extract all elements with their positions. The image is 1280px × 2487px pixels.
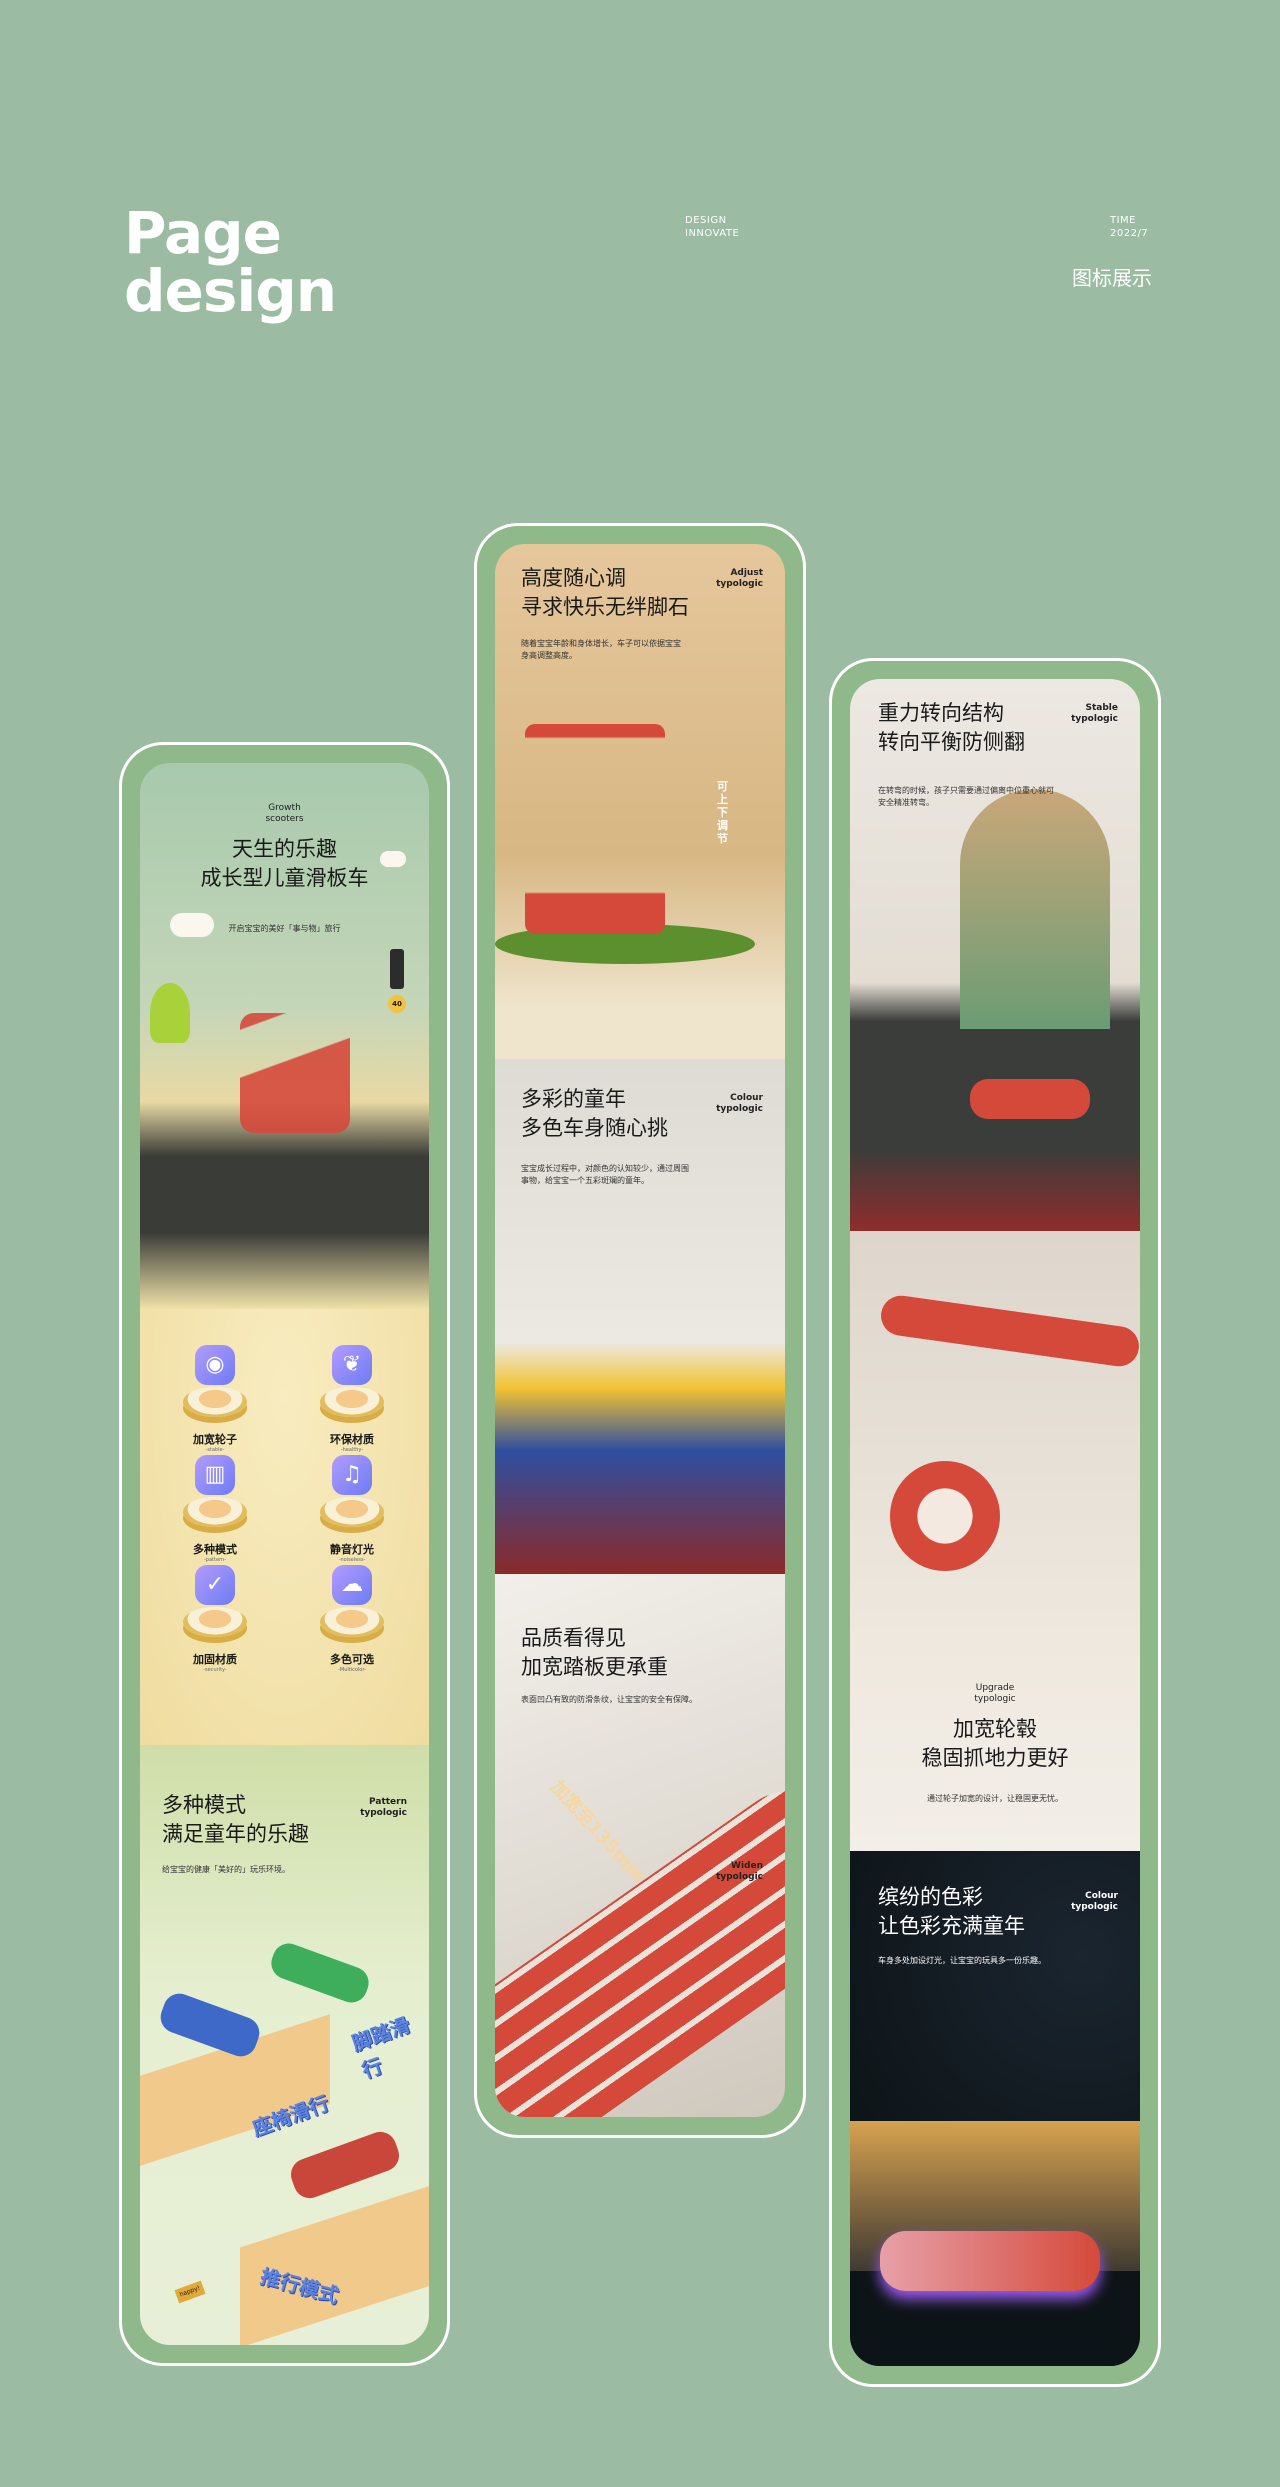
- widen-title: 品质看得见加宽踏板更承重: [521, 1626, 668, 1679]
- colour-title: 多彩的童年多色车身随心挑: [521, 1087, 668, 1140]
- icon-pedestal: [320, 1387, 384, 1417]
- shield-check-icon: ✓: [195, 1565, 235, 1605]
- modes-desc: 给宝宝的健康「美好的」玩乐环境。: [162, 1865, 290, 1874]
- feature-label: 环保材质: [330, 1433, 374, 1446]
- feature-item: ❦ 环保材质-healthy-: [312, 1345, 392, 1453]
- leaf-icon: ❦: [332, 1345, 372, 1385]
- adjust-desc: 随着宝宝年龄和身体增长，车子可以依据宝宝身高调整高度。: [521, 639, 681, 660]
- grid-icon: ▥: [195, 1455, 235, 1495]
- feature-sublabel: -pattern-: [204, 1557, 226, 1563]
- icon-pedestal: [183, 1387, 247, 1417]
- feature-label: 多色可选: [330, 1653, 374, 1666]
- widen-section: 品质看得见加宽踏板更承重 表面凹凸有致的防滑条纹，让宝宝的安全有保障。 加宽至1…: [495, 1574, 785, 2117]
- icon-pedestal: [320, 1607, 384, 1637]
- lights-title: 缤纷的色彩让色彩充满童年: [878, 1885, 1025, 1938]
- feature-sublabel: -noiseless-: [338, 1557, 366, 1563]
- mode-label-kick: 脚踏滑行: [348, 2012, 414, 2083]
- modes-title: 多种模式满足童年的乐趣: [162, 1793, 309, 1846]
- feature-sublabel: -security-: [203, 1667, 227, 1673]
- arch: [960, 789, 1110, 1029]
- wheel-image: [890, 1461, 1000, 1571]
- feature-item: ◉ 加宽轮子-stable-: [175, 1345, 255, 1453]
- handlebar-image: [878, 1293, 1140, 1369]
- features-icons-section: [140, 1309, 429, 1745]
- scooter-blue-image: [156, 1989, 264, 2061]
- stable-desc: 在转弯的时候，孩子只需要通过偏离中位重心就可安全精准转弯。: [878, 786, 1054, 807]
- feature-label: 静音灯光: [330, 1543, 374, 1556]
- widen-desc: 表面凹凸有致的防滑条纹，让宝宝的安全有保障。: [521, 1695, 697, 1704]
- feature-label: 多种模式: [193, 1543, 237, 1556]
- scooter-image: [970, 1079, 1090, 1119]
- hero-desc: 开启宝宝的美好「事与物」旅行: [228, 924, 341, 933]
- feature-item: ☁ 多色可选-Multicolor-: [312, 1565, 392, 1673]
- hero-title: 天生的乐趣成长型儿童滑板车: [200, 837, 369, 890]
- feature-sublabel: -healthy-: [340, 1447, 364, 1453]
- feature-sublabel: -stable-: [205, 1447, 225, 1453]
- upgrade-desc: 通过轮子加宽的设计，让稳固更无忧。: [927, 1794, 1063, 1803]
- traffic-light-icon: [390, 949, 404, 989]
- icon-pedestal: [183, 1497, 247, 1527]
- scooter-green-image: [266, 1938, 374, 2008]
- section-label: 图标展示: [1072, 266, 1152, 290]
- colour-desc: 宝宝成长过程中，对颜色的认知较少，通过周围事物，给宝宝一个五彩斑斓的童年。: [521, 1164, 689, 1185]
- stable-title: 重力转向结构转向平衡防侧翻: [878, 701, 1025, 754]
- signpost: happy!: [174, 2280, 206, 2304]
- lights-desc: 车身多处加设灯光，让宝宝的玩具多一份乐趣。: [878, 1956, 1046, 1965]
- adjust-title: 高度随心调寻求快乐无绊脚石: [521, 566, 689, 619]
- scooter-red-image: [286, 2127, 404, 2203]
- cloud-icon: [380, 851, 406, 867]
- upgrade-title: 加宽轮毂稳固抓地力更好: [921, 1717, 1069, 1770]
- feature-item: ✓ 加固材质-security-: [175, 1565, 255, 1673]
- music-note-icon: ♫: [332, 1455, 372, 1495]
- scooter-image: [240, 1013, 350, 1133]
- speed-sign: 40: [388, 995, 406, 1013]
- page-title: Page design: [124, 199, 337, 325]
- width-callout: 加宽至135mm: [546, 1776, 649, 1887]
- feature-sublabel: -Multicolor-: [338, 1667, 366, 1673]
- cloud-icon: [170, 913, 214, 937]
- tree-icon: [150, 983, 190, 1043]
- feature-label: 加宽轮子: [193, 1433, 237, 1446]
- feature-label: 加固材质: [193, 1653, 237, 1666]
- footboard-image: [495, 1767, 785, 2117]
- icon-pedestal: [320, 1497, 384, 1527]
- scooter-image: [880, 2231, 1100, 2291]
- feature-item: ▥ 多种模式-pattern-: [175, 1455, 255, 1563]
- cloud-icon: ☁: [332, 1565, 372, 1605]
- icon-pedestal: [183, 1607, 247, 1637]
- scooter-image: [525, 724, 665, 934]
- height-adjust-callout: 可上下调节: [717, 780, 728, 845]
- wheel-icon: ◉: [195, 1345, 235, 1385]
- feature-item: ♫ 静音灯光-noiseless-: [312, 1455, 392, 1563]
